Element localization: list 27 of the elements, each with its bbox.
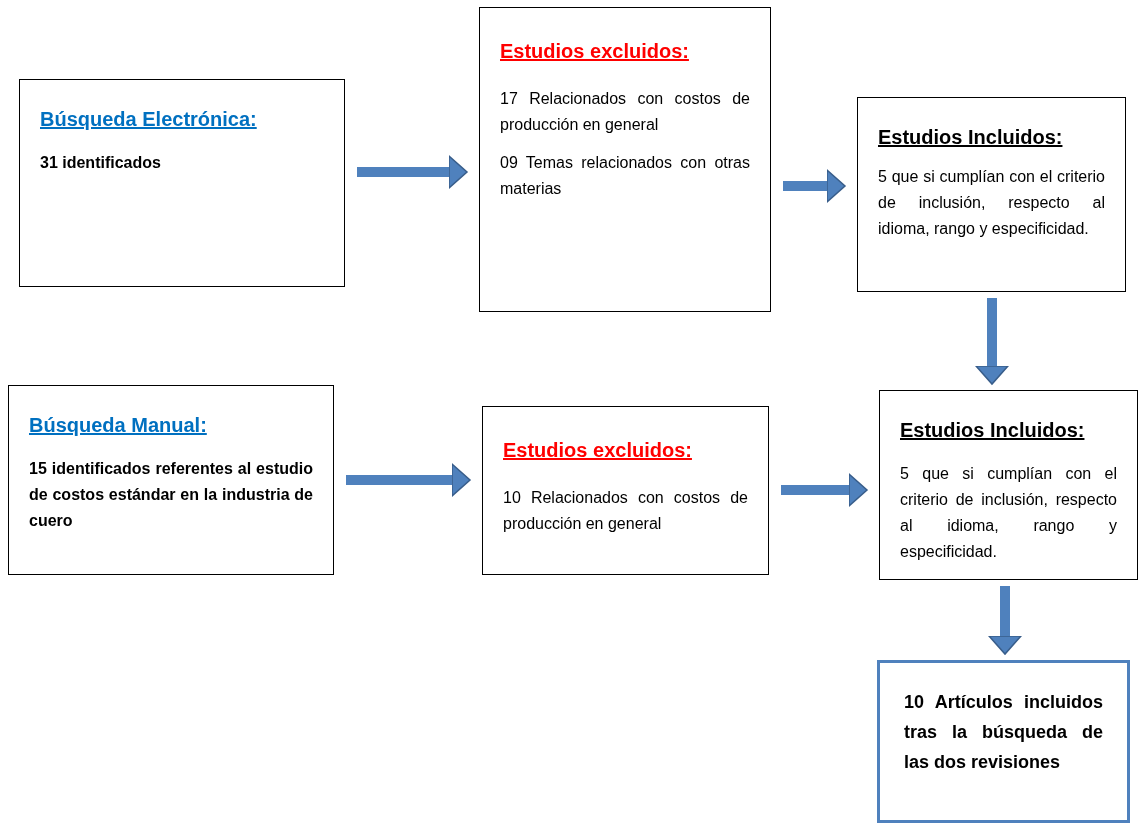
process-box: [19, 79, 345, 287]
box-heading: Estudios excluidos:: [500, 39, 690, 64]
box-heading: Búsqueda Manual:: [29, 413, 208, 438]
box-text: 17 Relacionados con costos de producción en general: [500, 89, 750, 135]
process-box: [479, 7, 771, 312]
process-box: [482, 406, 769, 575]
box-heading: Estudios Incluidos:: [878, 125, 1064, 150]
box-text: 09 Temas relacionados con otras materias: [500, 153, 750, 199]
process-box: [879, 390, 1138, 580]
block-arrow: [781, 473, 868, 507]
box-heading: Estudios Incluidos:: [900, 418, 1086, 443]
block-arrow: [988, 586, 1022, 655]
box-text: 31 identificados: [40, 153, 162, 173]
block-arrow: [346, 463, 471, 497]
box-text: 15 identificados referentes al estudio de costos estándar en la industria de cuero: [29, 459, 313, 531]
box-text: 5 que si cumplían con el criterio de inclusión, respecto al idioma, rango y especificidad.: [900, 464, 1117, 562]
box-heading: Búsqueda Electrónica:: [40, 107, 258, 132]
process-box: [877, 660, 1130, 823]
block-arrow: [357, 155, 468, 189]
box-text: 10 Artículos incluidos tras la búsqueda de las dos revisiones: [904, 691, 1103, 774]
box-heading: Estudios excluidos:: [503, 438, 693, 463]
block-arrow: [783, 169, 846, 203]
box-text: 10 Relacionados con costos de producción en general: [503, 488, 748, 534]
process-box: [857, 97, 1126, 292]
block-arrow: [975, 298, 1009, 385]
process-box: [8, 385, 334, 575]
box-text: 5 que si cumplían con el criterio de inclusión, respecto al idioma, rango y especificidad.: [878, 167, 1105, 239]
